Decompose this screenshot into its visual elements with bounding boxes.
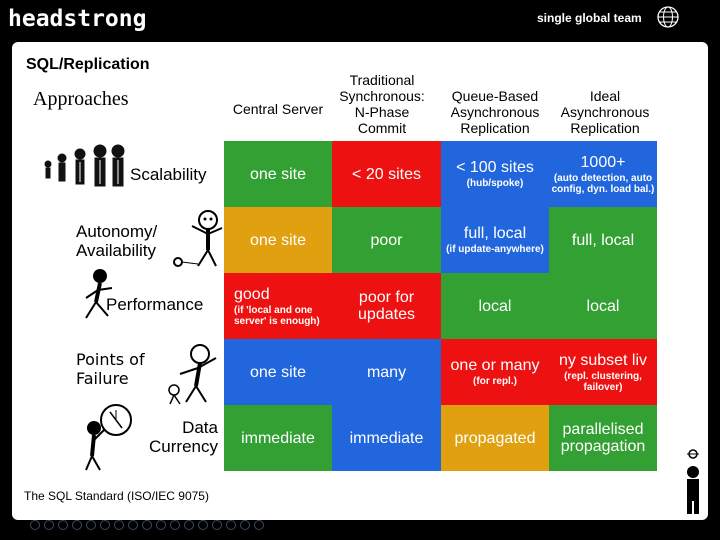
shouting-figure-icon <box>168 344 217 405</box>
grid-cell: poor <box>332 207 441 273</box>
cell-main: ny subset liv <box>558 351 648 369</box>
grid-cell: good(if 'local and one server' is enough… <box>224 273 332 339</box>
brand-logo: headstrong <box>8 6 147 32</box>
cell-main: immediate <box>241 429 315 447</box>
grid-cell: one site <box>224 207 332 273</box>
cell-main: poor for updates <box>358 289 415 323</box>
cell-main: local <box>478 297 512 315</box>
cell-main: one site <box>249 363 307 381</box>
page-dot[interactable] <box>44 520 54 530</box>
grid-cell: full, local (if update-anywhere) <box>441 207 549 273</box>
grid-cell: local <box>549 273 657 339</box>
cell-main: full, local <box>571 231 635 249</box>
grid-cell: immediate <box>332 405 441 471</box>
clock-figure-icon <box>85 404 132 471</box>
standing-figure-icon <box>687 449 699 514</box>
grid-cell: full, local <box>549 207 657 273</box>
row-label-autonomy: Autonomy/ Availability <box>76 222 158 260</box>
cell-main: < 100 sites <box>456 159 534 176</box>
row-label-performance: Performance <box>106 295 204 314</box>
row-label-data-currency: Data Currency <box>149 418 218 456</box>
column-header-synchronous: Traditional Synchronous: N-Phase Commit <box>339 72 425 136</box>
page-dot[interactable] <box>114 520 124 530</box>
cell-main: full, local <box>463 225 527 242</box>
grid-cell: propagated <box>441 405 549 471</box>
cell-main: parallelised propagation <box>560 421 646 455</box>
cell-main: many <box>366 363 407 381</box>
page-dot[interactable] <box>128 520 138 530</box>
page-dot[interactable] <box>156 520 166 530</box>
slide-pagination <box>30 520 264 530</box>
grid-cell: many <box>332 339 441 405</box>
page-dot[interactable] <box>100 520 110 530</box>
page-dot[interactable] <box>30 520 40 530</box>
cell-main: one site <box>249 231 307 249</box>
grid-cell: one or many (for repl.) <box>441 339 549 405</box>
slide-subtitle: Approaches <box>33 88 129 110</box>
cell-main: one or many <box>450 357 540 374</box>
cell-note: (auto detection, auto config, dyn. load … <box>551 172 655 195</box>
cell-main: 1000+ <box>580 153 626 171</box>
globe-icon <box>657 6 679 28</box>
page-dot[interactable] <box>254 520 264 530</box>
page-dot[interactable] <box>198 520 208 530</box>
grid-cell: poor for updates <box>332 273 441 339</box>
column-header-queue-based: Queue-Based Asynchronous Replication <box>450 88 540 136</box>
grid-cell: ny subset liv(repl. clustering, failover… <box>549 339 657 405</box>
row-label-scalability: Scalability <box>130 165 207 184</box>
page-dot[interactable] <box>212 520 222 530</box>
cell-main: local <box>586 297 620 315</box>
page-dot[interactable] <box>226 520 236 530</box>
page-dot[interactable] <box>142 520 152 530</box>
cell-main: propagated <box>454 429 536 447</box>
grid-cell: one site <box>224 141 332 207</box>
column-header-central-server: Central Server <box>232 101 324 117</box>
cell-note: (if update-anywhere) <box>446 244 544 255</box>
cell-main: poor <box>370 231 403 249</box>
page-dot[interactable] <box>58 520 68 530</box>
cell-main: one site <box>249 165 307 183</box>
running-figure-icon <box>85 269 113 319</box>
cell-main: immediate <box>349 429 424 447</box>
page-dot[interactable] <box>184 520 194 530</box>
column-header-ideal-async: Ideal Asynchronous Replication <box>560 88 650 136</box>
row-label-points-of-failure: Points of Failure <box>76 350 145 388</box>
cell-main: good <box>234 285 270 303</box>
page-dot[interactable] <box>72 520 82 530</box>
grid-cell: 1000+(auto detection, auto config, dyn. … <box>549 141 657 207</box>
grid-cell: < 100 sites (hub/spoke) <box>441 141 549 207</box>
page-dot[interactable] <box>170 520 180 530</box>
slide-title: SQL/Replication <box>26 56 150 73</box>
grid-cell: local <box>441 273 549 339</box>
page-dot[interactable] <box>240 520 250 530</box>
cell-note: (if 'local and one server' is enough) <box>234 304 320 327</box>
cell-main: < 20 sites <box>352 165 421 183</box>
cell-note: (for repl.) <box>473 376 517 387</box>
grid-cell: parallelised propagation <box>549 405 657 471</box>
slide-footer: The SQL Standard (ISO/IEC 9075) <box>24 489 209 503</box>
grid-cell: < 20 sites <box>332 141 441 207</box>
cell-note: (hub/spoke) <box>466 178 524 189</box>
grid-cell: one site <box>224 339 332 405</box>
tagline: single global team <box>537 11 642 25</box>
page-dot[interactable] <box>86 520 96 530</box>
grid-cell: immediate <box>224 405 332 471</box>
people-figures-icon <box>44 144 125 187</box>
cell-note: (repl. clustering, failover) <box>564 370 642 393</box>
juggler-figure-icon <box>173 210 223 267</box>
